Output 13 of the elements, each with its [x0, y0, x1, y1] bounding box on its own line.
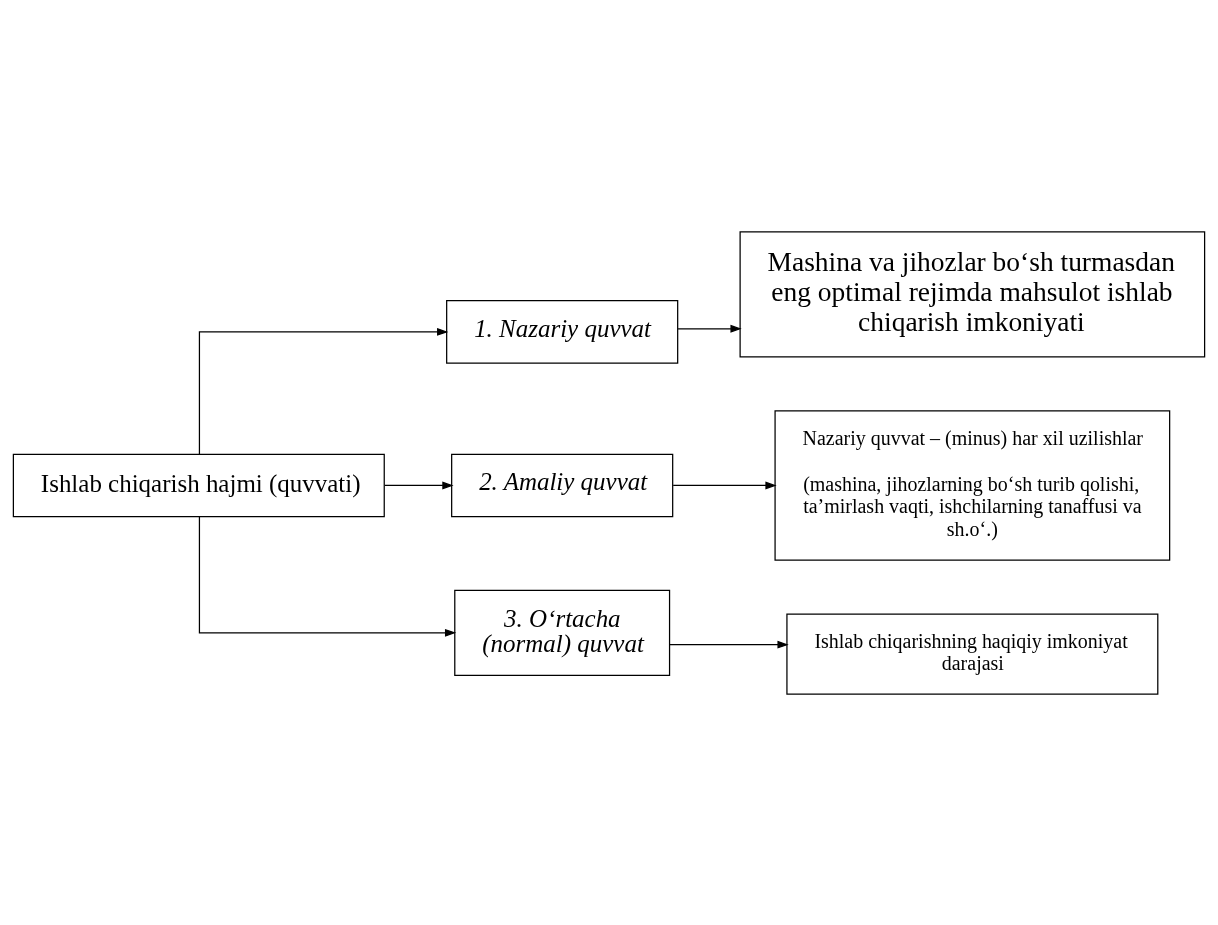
node-box: Mashina va jihozlar bo‘sh turmasdan eng optimal rejimda mahsulot ishlab chiqarish imkoniyati [739, 230, 1206, 357]
arrow [384, 481, 454, 489]
node-box: Nazariy quvvat – (minus) har xil uzilishlar (mashina, jihozlarning bo‘sh turib qolishi, ta’mirlash vaqti, ishchilarning tanaffusi va sh.o‘.) [774, 409, 1171, 561]
arrow [677, 324, 742, 333]
node-box: 2. Amaliy quvvat [451, 453, 674, 517]
node-box: Ishlab chiqarishning haqiqiy imkoniyat darajasi [786, 612, 1159, 695]
node-box: 1. Nazariy quvvat [446, 299, 679, 364]
arrow [198, 515, 457, 637]
arrow [669, 640, 789, 649]
arrow [672, 481, 777, 489]
arrow [198, 327, 449, 455]
node-box: 3. O‘rtacha (normal) quvvat [454, 589, 671, 676]
node-box: Ishlab chiqarish hajmi (quvvati) [12, 453, 385, 517]
